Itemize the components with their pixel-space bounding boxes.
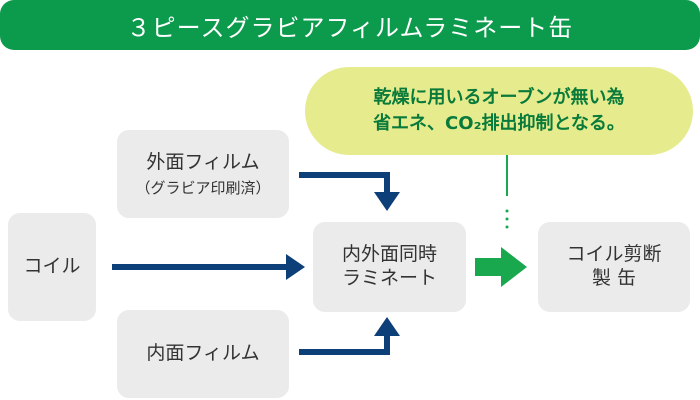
note-line1: 乾燥に用いるオーブンが無い為 — [373, 86, 625, 108]
note-line2: 省エネ、CO₂排出抑制となる。 — [373, 113, 625, 134]
coil-box: コイル — [8, 213, 96, 321]
lamination-label-line2: ラミネート — [341, 267, 437, 289]
outer-film-to-lamination-arrow — [299, 172, 400, 211]
coil-label: コイル — [23, 255, 81, 278]
lamination-box: 内外面同時 ラミネート — [313, 222, 466, 312]
inner-film-label: 内面フィルム — [146, 342, 260, 365]
coil-to-lamination-arrow — [112, 254, 305, 280]
outer-film-label: 外面フィルム — [146, 150, 260, 173]
inner-film-to-lamination-arrow — [299, 317, 400, 355]
outer-film-sublabel: （グラビア印刷済） — [135, 178, 271, 197]
title-banner: ３ピースグラビアフィルムラミネート缶 — [0, 0, 700, 50]
note-bubble: 乾燥に用いるオーブンが無い為 省エネ、CO₂排出抑制となる。 — [305, 67, 693, 155]
coil-cut-label-line1: コイル剪断 — [566, 243, 662, 266]
inner-film-box: 内面フィルム — [117, 310, 289, 398]
lamination-label-line1: 内外面同時 — [341, 243, 437, 266]
title-text: ３ピースグラビアフィルムラミネート缶 — [126, 13, 574, 42]
note-connector — [505, 155, 509, 229]
lamination-to-cutting-arrow — [475, 247, 527, 287]
coil-cut-box: コイル剪断 製 缶 — [538, 222, 690, 312]
outer-film-box: 外面フィルム （グラビア印刷済） — [117, 130, 289, 218]
coil-cut-label-line2: 製 缶 — [591, 267, 637, 289]
